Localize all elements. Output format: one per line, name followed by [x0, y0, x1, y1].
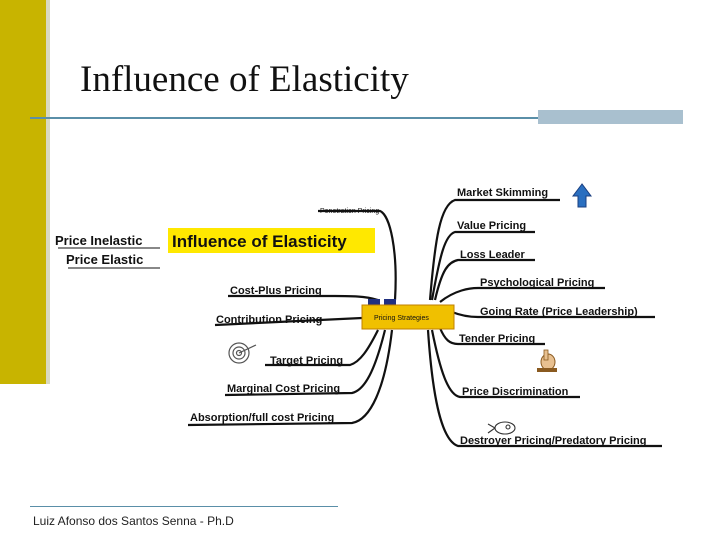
title-accent-block — [538, 110, 683, 124]
branch-line — [426, 329, 662, 448]
center-marker — [368, 299, 380, 305]
branch-line — [228, 294, 379, 302]
price-elastic-label: Price Elastic — [66, 252, 143, 267]
up-arrow-icon — [572, 183, 592, 208]
headline-highlight — [168, 228, 375, 253]
branch-label-cost-plus: Cost-Plus Pricing — [230, 285, 322, 297]
branch-label-psychological: Psychological Pricing — [480, 277, 594, 289]
center-node — [361, 304, 455, 330]
branch-label-value-pricing: Value Pricing — [457, 220, 526, 232]
center-marker — [384, 299, 396, 305]
branch-line — [265, 329, 379, 367]
branch-label-absorption: Absorption/full cost Pricing — [190, 412, 334, 424]
branch-line — [224, 329, 387, 397]
branch-label-going-rate: Going Rate (Price Leadership) — [480, 306, 638, 318]
title-underline — [30, 117, 538, 119]
elasticity-headline: Influence of Elasticity — [172, 232, 347, 251]
branch-label-contribution: Contribution Pricing — [216, 314, 322, 326]
slide-title: Influence of Elasticity — [80, 59, 409, 100]
hand-icon — [537, 349, 557, 372]
rocket-icon — [487, 421, 516, 435]
side-accent-edge — [46, 0, 50, 384]
branch-line — [430, 329, 580, 399]
branch-line — [187, 329, 394, 427]
center-node-label: Pricing Strategies — [374, 315, 429, 322]
branch-line — [438, 327, 545, 346]
branch-label-destroyer: Destroyer Pricing/Predatory Pricing — [460, 435, 646, 447]
target-icon — [228, 342, 257, 364]
branch-line — [430, 230, 535, 301]
branch-line — [451, 310, 655, 319]
branch-label-tender: Tender Pricing — [459, 333, 535, 345]
branch-label-loss-leader: Loss Leader — [460, 249, 526, 261]
footer-rule — [30, 506, 338, 507]
branch-lines — [187, 198, 662, 448]
branch-line — [214, 316, 363, 327]
side-accent-bar — [0, 0, 46, 384]
branch-label-penetration: Penetration Pricing — [320, 208, 379, 215]
branch-line — [433, 258, 535, 301]
branch-label-market-skimming: Market Skimming — [457, 187, 548, 199]
price-inelastic-label: Price Inelastic — [55, 233, 142, 248]
branch-line — [428, 198, 560, 301]
branch-label-marginal-cost: Marginal Cost Pricing — [227, 383, 340, 395]
branch-label-target: Target Pricing — [270, 355, 343, 367]
footer-author: Luiz Afonso dos Santos Senna - Ph.D — [33, 514, 234, 528]
branch-label-discrimination: Price Discrimination — [462, 386, 569, 398]
branch-line — [318, 209, 397, 301]
branch-line — [439, 286, 605, 303]
